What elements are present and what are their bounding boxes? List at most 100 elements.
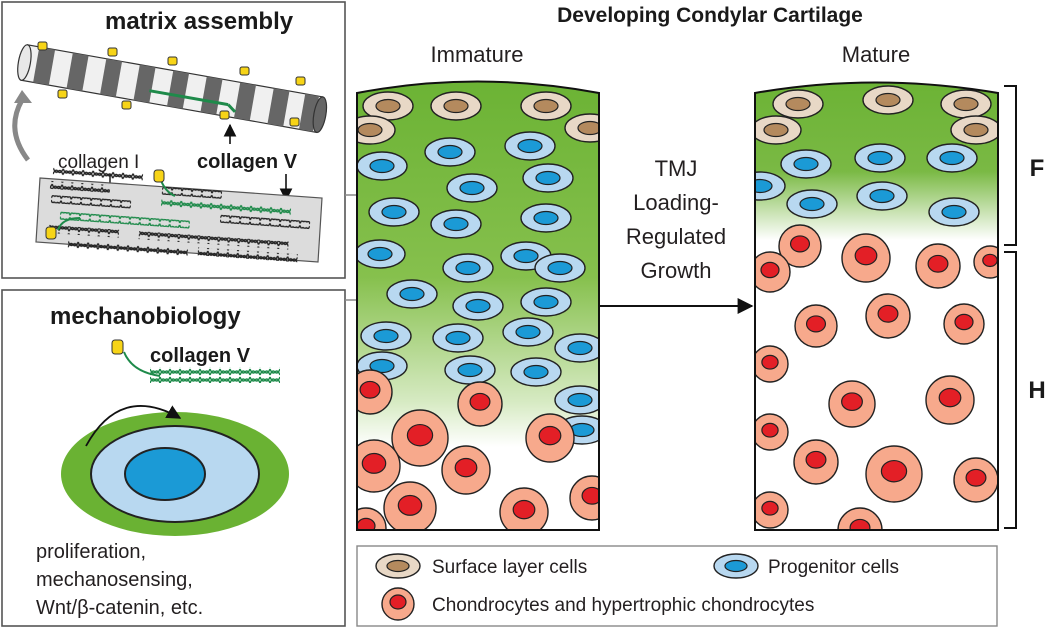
progenitor-cell <box>554 385 599 415</box>
caption-line-3: Wnt/β-catenin, etc. <box>36 597 203 619</box>
mature-tissue <box>755 82 998 530</box>
surface-cell <box>862 85 914 115</box>
chondrocyte-cell <box>794 304 838 348</box>
chondrocyte-cell <box>391 409 449 467</box>
mechano-panel-title: mechanobiology <box>50 303 241 330</box>
caption-line-2: mechanosensing, <box>36 569 193 591</box>
legend-surface-label: Surface layer cells <box>432 557 587 578</box>
immature-tissue <box>357 81 599 530</box>
progenitor-cell <box>444 355 496 385</box>
chondrocyte-cell <box>841 233 891 283</box>
surface-cell <box>950 115 998 145</box>
chondrocyte-cell <box>755 251 791 293</box>
matrix-panel-title: matrix assembly <box>105 8 294 35</box>
progenitor-cell <box>504 131 556 161</box>
progenitor-cell <box>446 173 498 203</box>
chondrocyte-cell <box>973 245 998 279</box>
chondrocyte-cell <box>865 293 911 339</box>
arrow-text-1: TMJ <box>655 156 698 181</box>
hypertrophic-zone-label: H <box>1028 377 1045 404</box>
surface-cell <box>564 113 599 143</box>
chondrocyte-cell <box>441 445 491 495</box>
cell-nucleus <box>124 447 206 501</box>
legend-box <box>356 545 998 627</box>
progenitor-cell <box>520 287 572 317</box>
progenitor-cell <box>442 253 494 283</box>
surface-cell <box>520 91 572 121</box>
legend-chondrocyte-label: Chondrocytes and hypertrophic chondrocyt… <box>432 595 814 616</box>
collagen-v-molecule-icon <box>111 339 124 355</box>
immature-label: Immature <box>431 42 524 67</box>
assembly-curved-arrow <box>12 98 31 162</box>
surface-cell <box>940 89 992 119</box>
mechano-collagen-v-label: collagen V <box>150 345 251 367</box>
collagen-v-label: collagen V <box>197 151 298 173</box>
chondrocyte-cell <box>953 457 998 503</box>
mechanobiology-panel: mechanobiology collagen V proliferation,… <box>1 289 346 627</box>
progenitor-cell <box>357 151 408 181</box>
caption-line-1: proliferation, <box>36 541 146 563</box>
chondrocyte-cell <box>943 303 985 345</box>
progenitor-cell <box>926 143 978 173</box>
surface-cell <box>430 91 482 121</box>
arrow-text-4: Growth <box>641 258 712 283</box>
progenitor-cell <box>368 197 420 227</box>
mature-label: Mature <box>842 42 910 67</box>
progenitor-cell <box>534 253 586 283</box>
progenitor-cell <box>424 137 476 167</box>
progenitor-cell <box>357 239 406 269</box>
fibrous-zone-bracket <box>1004 85 1017 246</box>
mature-border <box>754 81 999 531</box>
surface-cell <box>357 115 396 145</box>
chondrocyte-cell <box>457 381 503 427</box>
chondrocyte-cell <box>837 507 883 530</box>
progenitor-cell <box>430 209 482 239</box>
growth-arrow: TMJ Loading- Regulated Growth <box>599 156 754 314</box>
chondrocyte-cell <box>755 413 789 451</box>
arrow-text-2: Loading- <box>633 190 719 215</box>
progenitor-cell <box>520 203 572 233</box>
chondrocyte-cell <box>793 439 839 485</box>
signaling-arrow <box>85 405 182 447</box>
chondrocyte-cell <box>828 380 876 428</box>
chondrocyte-cell <box>925 375 975 425</box>
fibril-bundle <box>35 167 323 263</box>
chondrocyte-cell <box>357 439 401 493</box>
zone-brackets: F H <box>1004 85 1046 529</box>
chondrocyte-cell <box>383 481 437 530</box>
chondrocyte-cell <box>357 507 387 530</box>
collagen-i-label: collagen I <box>58 152 139 173</box>
figure-title: Developing Condylar Cartilage <box>557 4 863 27</box>
progenitor-cell <box>786 189 838 219</box>
hypertrophic-zone-bracket <box>1004 251 1017 529</box>
surface-cell <box>755 115 802 145</box>
progenitor-cell <box>452 291 504 321</box>
progenitor-cell <box>755 171 786 201</box>
progenitor-cell <box>386 279 438 309</box>
legend: Surface layer cells Progenitor cells Cho… <box>356 545 998 627</box>
progenitor-cell <box>856 181 908 211</box>
progenitor-cell <box>432 323 484 353</box>
matrix-assembly-panel: matrix assembly <box>1 1 346 279</box>
immature-border <box>356 80 600 531</box>
collagen-v-globular-domains <box>37 41 306 127</box>
progenitor-cell <box>522 163 574 193</box>
chondrocyte-cell <box>778 224 822 268</box>
fibrous-zone-label: F <box>1030 155 1045 182</box>
progenitor-cell <box>854 143 906 173</box>
chondrocyte-cell <box>865 445 923 503</box>
progenitor-cell <box>510 357 562 387</box>
chondrocyte-cell <box>915 243 961 289</box>
collagen-fibril-cylinder <box>17 44 328 134</box>
progenitor-cell <box>554 333 599 363</box>
chondrocyte-cell <box>499 487 549 530</box>
arrow-text-3: Regulated <box>626 224 726 249</box>
progenitor-cell <box>360 321 412 351</box>
chondrocyte-cell <box>569 475 599 521</box>
surface-cell <box>362 91 414 121</box>
chondrocyte-cell <box>525 413 575 463</box>
progenitor-cell <box>780 149 832 179</box>
progenitor-cell <box>502 317 554 347</box>
chondrocyte-cell <box>755 345 789 383</box>
